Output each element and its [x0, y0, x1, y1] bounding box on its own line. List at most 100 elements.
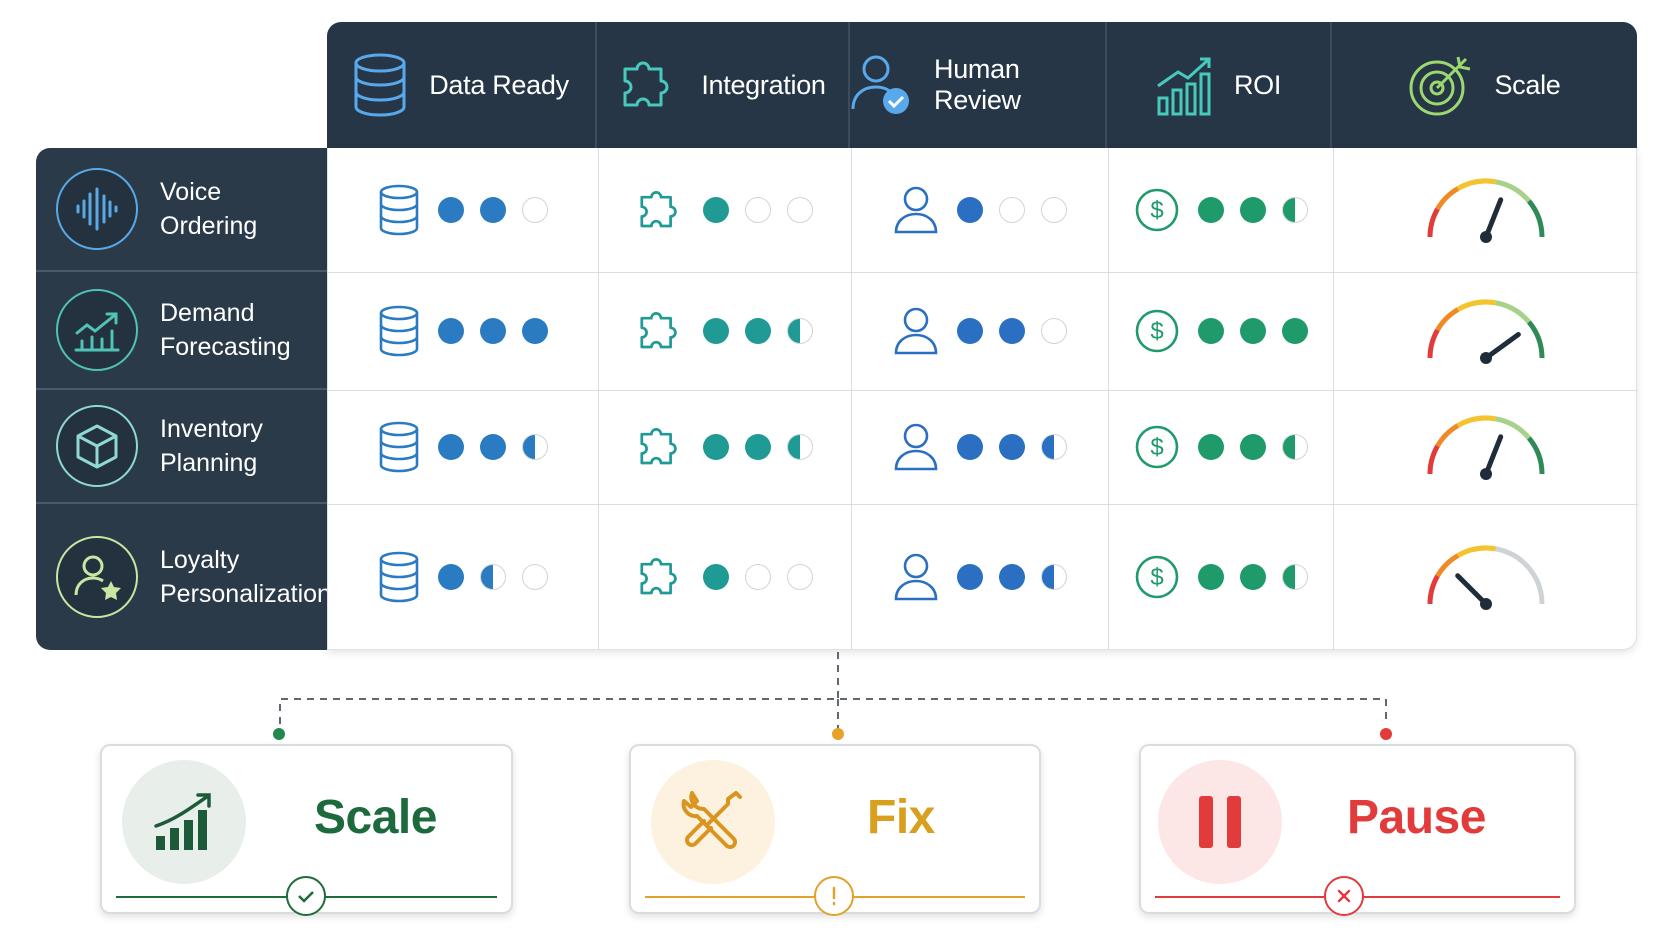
rating-dot-empty	[1040, 197, 1067, 223]
gauge-segment	[1434, 186, 1459, 211]
rating-dot-full	[956, 434, 983, 460]
rating-dot-half	[1281, 564, 1308, 590]
rating-dot-half	[480, 564, 506, 590]
scale-gauge	[1427, 545, 1544, 610]
outcome-card-fix[interactable]: Fix	[629, 744, 1041, 916]
row-label-line: Personalization	[160, 580, 327, 608]
target-icon	[1409, 56, 1471, 116]
dollar-icon: $	[1134, 308, 1180, 354]
database-icon	[378, 421, 420, 473]
rating-cell-data-ready	[328, 272, 598, 390]
bar-chart-icon	[1157, 57, 1211, 116]
column-header-band: Data Ready Integration Human Review	[327, 22, 1637, 148]
rating-dot-empty	[522, 564, 548, 590]
row-header-voice-ordering: Voice Ordering	[36, 148, 327, 272]
column-label: Data Ready	[429, 69, 569, 100]
rating-cell-roi: $	[1108, 390, 1333, 504]
rating-dot-half	[1040, 434, 1067, 460]
rating-dot-full	[702, 197, 729, 223]
gauge-segment	[1427, 207, 1440, 238]
puzzle-icon	[637, 186, 685, 234]
outcome-label: Scale	[314, 791, 437, 844]
rating-dot-full	[1281, 318, 1308, 344]
user-icon	[893, 422, 939, 472]
gauge-segment	[1427, 328, 1440, 359]
gauge-segment	[1494, 416, 1531, 440]
column-divider	[851, 148, 852, 650]
gauge-hub	[1479, 231, 1492, 243]
user-icon	[893, 306, 939, 356]
rating-cell-data-ready	[328, 148, 598, 272]
row-label-line: Inventory	[160, 415, 263, 443]
gauge-segment	[1434, 307, 1459, 332]
column-divider	[598, 148, 599, 650]
rating-dot-full	[1197, 318, 1224, 344]
gauge-segment	[1494, 179, 1531, 203]
rating-dot-empty	[1040, 318, 1067, 344]
row-header-demand-forecasting: Demand Forecasting	[36, 272, 327, 390]
outcome-card-scale[interactable]: Scale	[100, 744, 513, 916]
row-divider	[328, 272, 1638, 273]
rating-cell-roi: $	[1108, 504, 1333, 650]
x-icon	[1324, 876, 1364, 916]
rating-dots	[1197, 197, 1308, 223]
rating-dot-full	[480, 434, 506, 460]
rating-dots	[956, 564, 1067, 590]
gauge-hub	[1479, 598, 1492, 610]
rating-dot-full	[438, 564, 464, 590]
column-label: Scale	[1494, 69, 1561, 100]
gauge-segment	[1456, 545, 1496, 558]
gauge-hub	[1479, 352, 1492, 364]
rating-dots	[438, 197, 548, 223]
gauge-needle	[1483, 331, 1521, 361]
gauge-needle	[1483, 197, 1503, 240]
rating-dot-empty	[786, 197, 813, 223]
row-header-column: Voice Ordering Demand Forecasting	[36, 148, 327, 650]
user-icon	[893, 552, 939, 602]
rating-dot-empty	[744, 197, 771, 223]
rating-cell-data-ready	[328, 504, 598, 650]
rating-dot-empty	[786, 564, 813, 590]
rating-cell-roi: $	[1108, 148, 1333, 272]
scale-gauge	[1427, 415, 1544, 480]
rating-dot-full	[1239, 318, 1266, 344]
database-icon	[354, 53, 406, 117]
rating-dot-full	[522, 318, 548, 344]
column-label: Integration	[701, 69, 826, 100]
puzzle-icon	[637, 553, 685, 601]
rating-dot-full	[998, 434, 1025, 460]
row-label-line: Forecasting	[160, 333, 291, 361]
gauge-segment	[1434, 423, 1459, 448]
rating-dot-full	[480, 197, 506, 223]
rating-dot-full	[998, 318, 1025, 344]
gauge-segment	[1526, 199, 1544, 238]
rating-cell-scale	[1333, 390, 1638, 504]
dollar-icon: $	[1134, 424, 1180, 470]
column-divider	[1333, 148, 1334, 650]
rating-cell-human-review	[851, 148, 1108, 272]
puzzle-icon	[637, 307, 685, 355]
exclamation-icon	[814, 876, 854, 916]
rating-dot-full	[702, 318, 729, 344]
rating-dot-full	[480, 318, 506, 344]
gauge-segment	[1526, 320, 1544, 359]
outcome-card-pause[interactable]: Pause	[1139, 744, 1576, 916]
rating-dot-half	[522, 434, 548, 460]
puzzle-icon	[623, 61, 669, 107]
rating-dot-full	[998, 564, 1025, 590]
rating-dots	[1197, 564, 1308, 590]
rating-dots	[956, 197, 1067, 223]
rating-dot-half	[1040, 564, 1067, 590]
gauge-segment	[1427, 574, 1440, 605]
rating-dots	[956, 318, 1067, 344]
gauge-segment	[1456, 178, 1496, 191]
rating-dot-empty	[998, 197, 1025, 223]
rating-dot-full	[1197, 434, 1224, 460]
database-icon	[378, 184, 420, 236]
dollar-icon: $	[1134, 187, 1180, 233]
rating-dots	[438, 434, 548, 460]
rating-dot-half	[786, 318, 813, 344]
readiness-matrix: Data Ready Integration Human Review	[36, 22, 1638, 650]
row-header-inventory-planning: Inventory Planning	[36, 390, 327, 504]
